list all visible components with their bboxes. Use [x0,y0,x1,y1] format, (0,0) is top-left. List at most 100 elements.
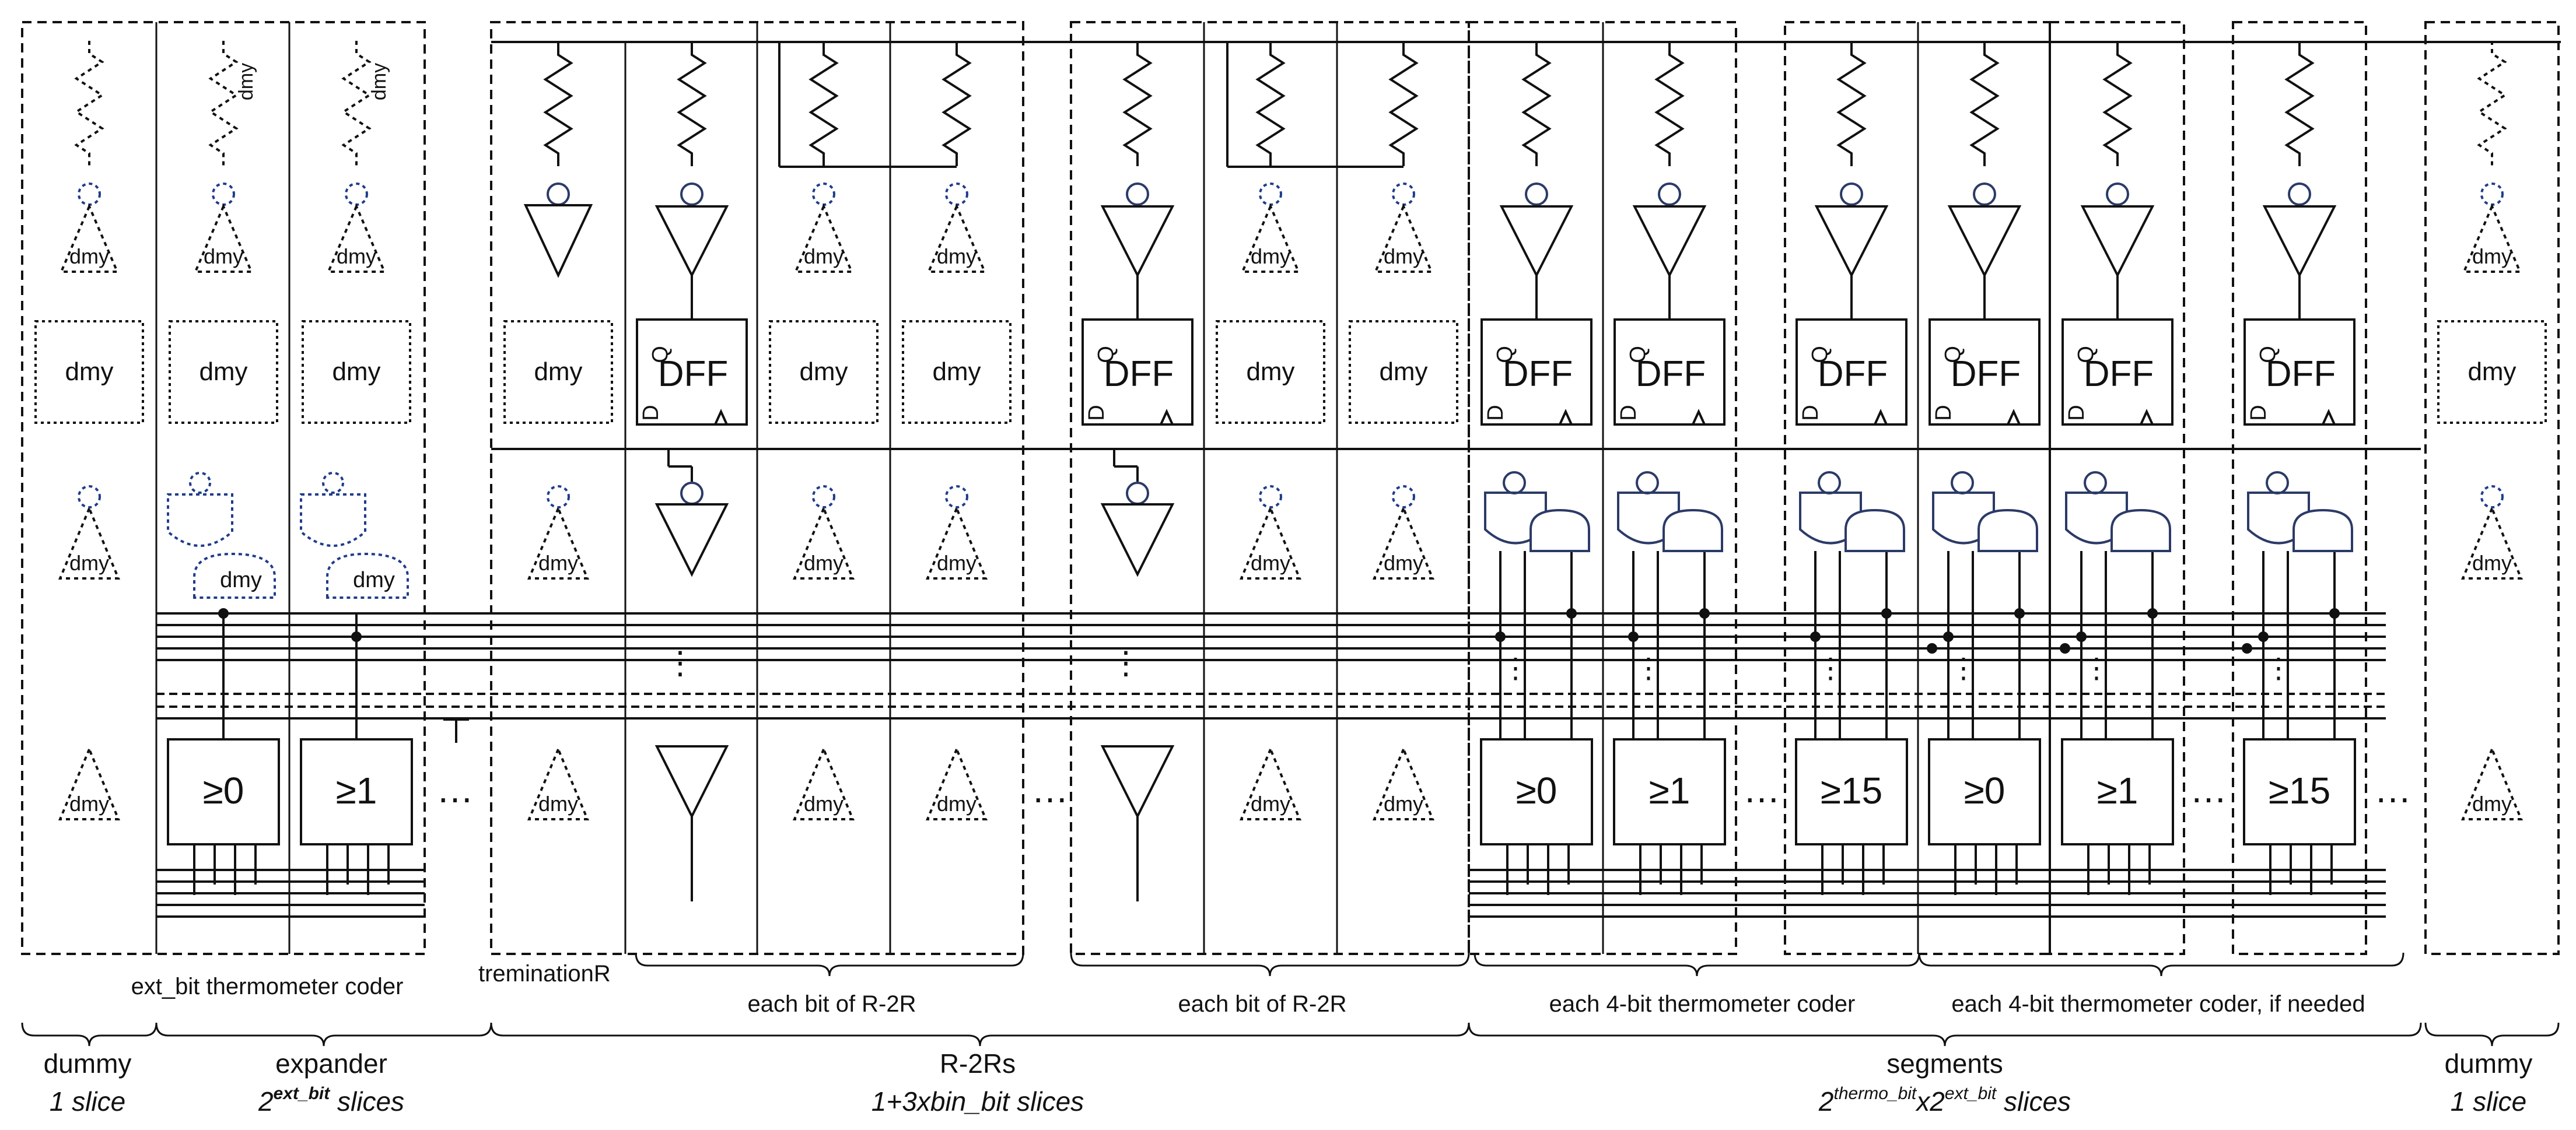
resistor-path [1388,42,1419,166]
bus-junction-dot [1810,631,1821,642]
dummy-bubble [812,485,835,508]
and-gate-icon [1978,508,2038,552]
resistor-icon [1654,42,1685,166]
resistor-path [1255,42,1286,166]
triangle-shape [1240,505,1301,580]
dummy-block-box [1349,320,1458,424]
dummy-bubble [78,183,101,206]
dff-clock-mark [1874,409,1888,425]
segment-ellipsis: … [2190,768,2227,810]
triangle-shape [58,505,120,580]
dummy-block: dmy [302,320,411,424]
triangle-shape [2262,205,2337,278]
triangle-shape [1240,203,1301,273]
segment-frame-4 [2232,21,2367,955]
dummy-buffer-icon: dmy [2462,203,2522,273]
dummy-buffer-icon: dmy [926,746,988,820]
bus-vertical-ellipsis: ⋮ [1817,653,1845,684]
dummy-block-box [503,320,613,424]
thermometer-comparator-block: ≥15 [2243,738,2356,895]
resistor-path [2102,42,2133,166]
resistor-icon [1388,42,1419,166]
r2r-bit-bracket-1 [635,952,1024,977]
resistor-path [74,41,104,166]
buffer-dmy-label: dmy [804,244,844,268]
r2r-bracket [490,1022,1470,1047]
buffer-dmy-label: dmy [2472,792,2512,816]
comparator-box [1613,738,1726,845]
dummy-block-label: dmy [932,357,981,386]
resistor-icon [677,42,707,166]
dff-clock-mark [1692,409,1706,425]
bus-junction-dot [2060,643,2070,654]
dff-q-label: Q [1808,346,1832,363]
buffer-icon [654,503,729,577]
logic-gate-pair [1799,492,1905,552]
dummy-buffer-icon: dmy [926,203,987,273]
triangle-shape [1373,505,1434,580]
dummy-bubble [2480,485,2504,508]
dummy-right-count: 1 slice [2451,1086,2526,1117]
dummy-block-label: dmy [799,357,848,386]
resistor-dmy-label: dmy [235,63,257,100]
gate-bubble [1951,471,1974,494]
segment-ellipsis: … [2374,768,2412,810]
thermometer-comparator-block: ≥0 [1928,738,2041,895]
segment-frame-1 [1468,21,1737,955]
buffer-dmy-label: dmy [937,551,977,575]
bus-vertical-ellipsis: ⋮ [2264,653,2292,684]
resistor-icon: dmy [341,41,390,166]
dummy-left-count: 1 slice [50,1086,125,1117]
bus-junction-dot [2076,631,2087,642]
dummy-block-box [2437,320,2547,424]
resistor-icon [543,42,573,166]
resistor-path [543,42,573,166]
resistor-path [1122,42,1153,166]
segment-coder-label: each 4-bit thermometer coder [1549,991,1856,1017]
dff-d-label: D [1931,405,1956,420]
inverter-bubble [680,183,704,206]
logic-gate-pair [1484,492,1590,552]
bus-junction-dot [1495,631,1506,642]
dummy-block-box [902,320,1012,424]
left-dummy-expander-frame [21,21,426,955]
group-brackets [21,952,2560,1047]
bus-junction-dot [1699,608,1710,619]
dff-d-label: D [1798,405,1823,420]
dff-d-label: D [2064,405,2089,420]
triangle-shape [2461,505,2523,580]
dummy-buffer-icon: dmy [1373,505,1434,580]
logic-gate-pair [2247,492,2353,552]
dff-box [636,318,748,426]
segments-count: 2thermo_bitx2ext_bit slices [1818,1084,2071,1117]
buffer-dmy-label: dmy [1251,551,1290,575]
dff-q-label: Q [1941,346,1965,363]
termination-label: treminationR [478,961,611,987]
right-dummy-frame [2424,21,2560,955]
dummy-block: dmy [1216,320,1325,424]
dummy-buffer-icon: dmy [1240,746,1301,820]
resistor-icon: dmy [208,41,257,166]
dummy-and-gate-icon [193,552,276,599]
triangle-shape [1632,205,1707,278]
dummy-bubble [945,183,968,206]
comparator-label: ≥0 [203,770,244,812]
dff-label: DFF [2266,354,2336,394]
dummy-block: dmy [769,320,878,424]
segments-count-exp2: ext_bit [1945,1084,1997,1103]
dummy-block-label: dmy [534,357,582,386]
buffer-dmy-label: dmy [804,551,844,575]
bus-vertical-ellipsis: ⋮ [1502,653,1530,684]
resistor-icon [2477,41,2507,166]
triangle-shape [654,745,729,819]
triangle-shape [793,746,855,820]
dff-clock-mark [2140,409,2154,425]
dummy-buffer-icon: dmy [1373,746,1434,820]
triangle-shape [1100,745,1175,819]
bus-vertical-ellipsis: ⋮ [1634,653,1662,684]
dff-q-label: Q [1094,346,1118,363]
